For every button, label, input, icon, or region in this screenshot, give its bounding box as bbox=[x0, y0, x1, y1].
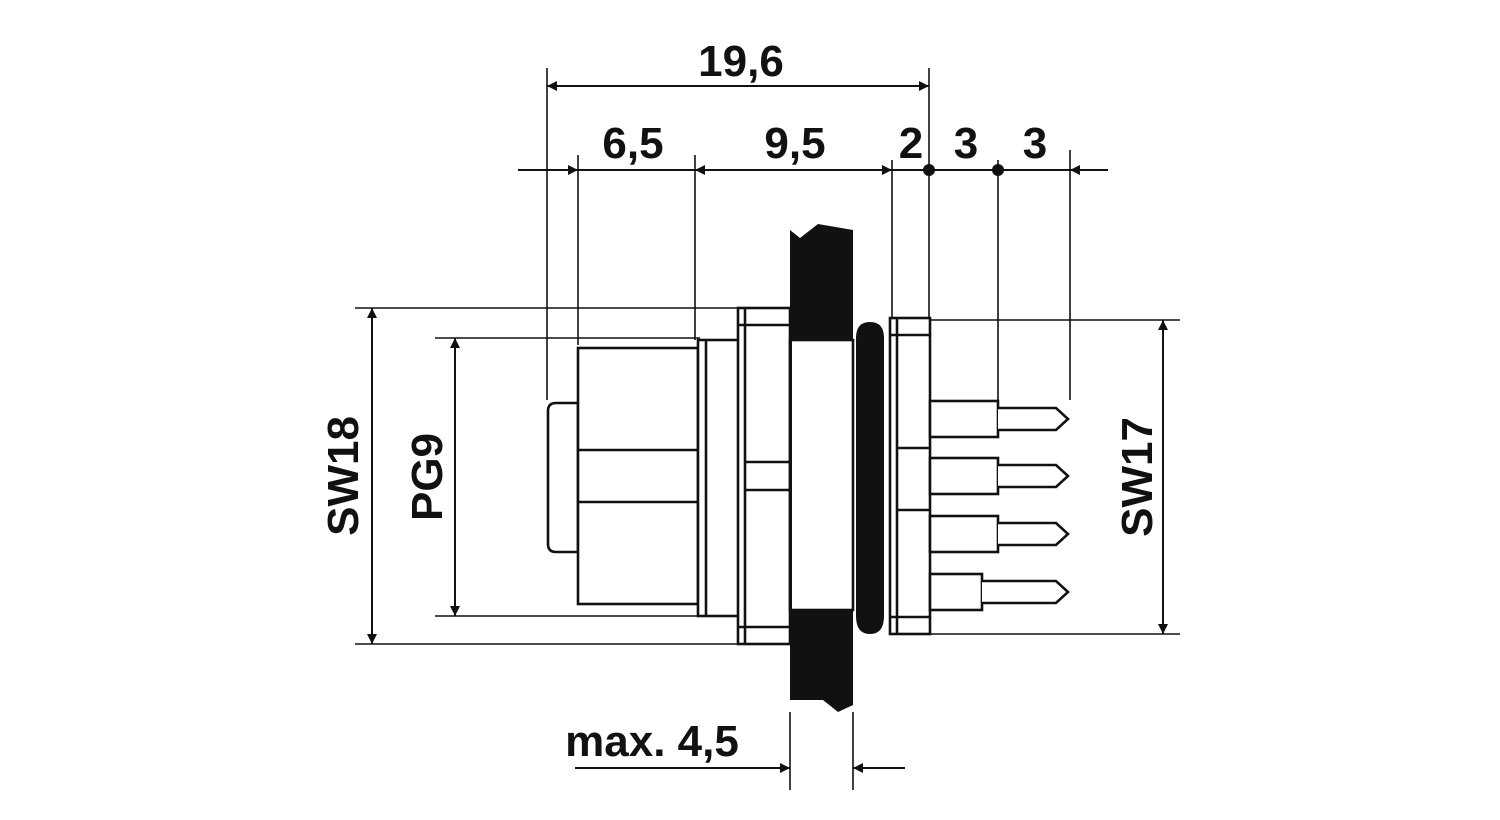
contact-pins bbox=[928, 399, 1070, 612]
pin-1 bbox=[928, 399, 1070, 439]
panel-wall bbox=[790, 224, 853, 712]
extension-lines bbox=[355, 68, 1180, 790]
label-mid-length: 9,5 bbox=[764, 119, 825, 168]
label-overall-length: 19,6 bbox=[698, 37, 784, 86]
dim-dot-2 bbox=[992, 164, 1004, 176]
label-thread: PG9 bbox=[403, 433, 452, 521]
label-front-length: 6,5 bbox=[602, 119, 663, 168]
connector-body bbox=[546, 306, 932, 646]
pin-4 bbox=[928, 572, 1070, 612]
label-seg-a: 2 bbox=[899, 119, 923, 168]
dim-dot-1 bbox=[923, 164, 935, 176]
label-seg-b: 3 bbox=[954, 119, 978, 168]
label-hex-front: SW18 bbox=[319, 416, 368, 536]
label-seg-c: 3 bbox=[1023, 119, 1047, 168]
label-hex-rear: SW17 bbox=[1113, 417, 1162, 537]
label-wall-max: max. 4,5 bbox=[565, 717, 739, 766]
dimension-lines bbox=[367, 81, 1168, 773]
pin-2 bbox=[928, 456, 1070, 496]
pin-3 bbox=[928, 514, 1070, 554]
